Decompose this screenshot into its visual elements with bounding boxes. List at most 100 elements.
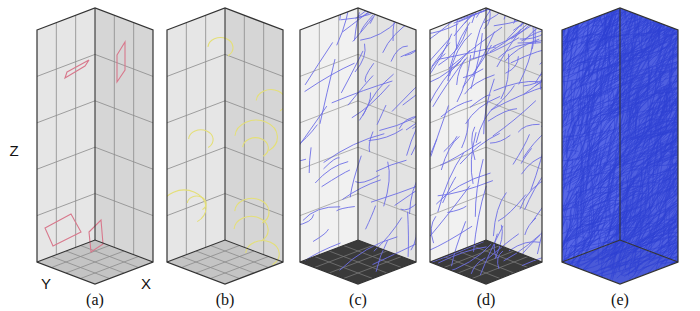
track-line <box>337 0 351 45</box>
track-line <box>688 138 700 164</box>
track-line <box>686 104 700 122</box>
track-line <box>361 15 373 32</box>
track-arc <box>187 196 206 210</box>
track-arc <box>256 90 286 111</box>
track-line <box>618 84 649 98</box>
track-line <box>683 241 700 278</box>
track-line <box>501 0 502 10</box>
track-line <box>604 6 616 28</box>
track-line <box>537 213 565 274</box>
grid-line <box>37 194 95 216</box>
track-line <box>617 0 632 15</box>
track-line <box>488 234 519 259</box>
track-line <box>290 9 306 28</box>
track-line <box>663 10 676 25</box>
track-line <box>682 60 700 120</box>
track-line <box>391 46 408 62</box>
grid-line <box>196 251 254 273</box>
track-line <box>438 153 464 212</box>
track-line <box>684 0 700 21</box>
grid-line <box>95 54 153 76</box>
track-line <box>559 81 572 111</box>
track-line <box>672 82 700 121</box>
track-line <box>521 29 550 41</box>
track-line <box>677 19 688 85</box>
track-line <box>608 73 614 111</box>
track-line <box>542 0 560 13</box>
track-line <box>426 54 445 82</box>
track-line <box>303 207 340 221</box>
grid-line <box>225 194 283 216</box>
track-line <box>553 242 562 271</box>
track-line <box>682 156 691 175</box>
track-line <box>680 269 700 275</box>
track-line <box>669 178 700 212</box>
cuboid-edge <box>619 8 620 240</box>
grid-line <box>430 101 486 123</box>
track-line <box>509 242 540 251</box>
track-line <box>341 51 363 93</box>
track-line <box>627 198 675 239</box>
track-line <box>557 170 586 219</box>
track-line <box>655 34 686 93</box>
right-face <box>95 8 153 262</box>
grid-line <box>338 15 339 247</box>
track-line <box>596 148 621 175</box>
track-line <box>572 51 616 85</box>
track-line <box>550 113 554 132</box>
track-line <box>337 207 355 211</box>
track-line <box>642 172 673 223</box>
track-line <box>497 86 515 106</box>
track-line <box>555 104 563 127</box>
track-line <box>553 52 562 76</box>
track-line <box>530 0 540 22</box>
track-line <box>350 156 361 198</box>
track-line <box>452 221 466 266</box>
track-line <box>376 240 388 271</box>
right-face <box>225 8 283 262</box>
track-line <box>573 166 598 175</box>
track-line <box>422 126 427 173</box>
track-line <box>513 0 517 21</box>
track-line <box>431 216 436 243</box>
track-line <box>428 186 470 238</box>
track-line <box>683 62 700 126</box>
cuboid-outline <box>430 8 542 284</box>
track-line <box>377 105 386 125</box>
track-line <box>598 197 603 243</box>
track-line <box>574 117 601 170</box>
track-line <box>562 45 572 108</box>
track-line <box>678 120 700 179</box>
track-line <box>663 21 664 39</box>
track-line <box>305 42 333 85</box>
track-line <box>649 0 663 15</box>
track-line <box>579 0 635 12</box>
track-line <box>681 34 700 56</box>
grid-line <box>133 23 134 255</box>
track-line <box>679 111 700 154</box>
track-line <box>640 16 662 33</box>
track-line <box>686 141 700 158</box>
track-line <box>659 134 700 152</box>
track-line <box>637 141 648 160</box>
track-line <box>668 268 683 279</box>
track-line <box>460 133 500 164</box>
track-line <box>569 191 583 221</box>
track-line <box>342 180 380 200</box>
track-line <box>593 82 628 97</box>
track-line <box>685 16 700 32</box>
cuboid-edge <box>224 8 225 240</box>
track-line <box>608 38 635 66</box>
track-line <box>520 177 550 209</box>
track-line <box>566 176 577 190</box>
track-line <box>660 0 666 18</box>
track-line <box>520 0 526 15</box>
cuboid-edge <box>430 240 542 262</box>
track-line <box>369 129 403 141</box>
track-line <box>681 62 689 91</box>
track-line <box>578 125 588 192</box>
track-line <box>515 0 574 10</box>
track-line <box>657 149 695 196</box>
track-line <box>569 103 586 111</box>
